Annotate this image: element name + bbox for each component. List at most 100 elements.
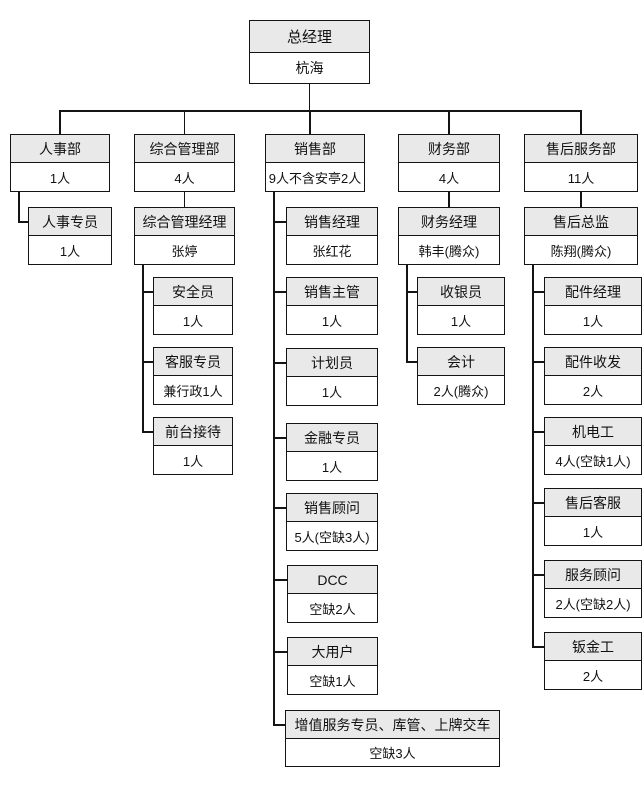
connector-center (183, 192, 186, 207)
node-title: 安全员 (154, 278, 232, 306)
node-title: 销售主管 (287, 278, 377, 306)
connector-stub (533, 431, 544, 433)
node-value: 5人(空缺3人) (287, 522, 377, 550)
connector-trunk (532, 265, 534, 648)
node-value: 1人 (287, 377, 377, 405)
node-title: 售后客服 (545, 489, 641, 517)
node-title: 销售顾问 (287, 494, 377, 522)
connector-stub (143, 361, 153, 363)
org-node-value-added-services: 增值服务专员、库管、上牌交车空缺3人 (285, 710, 500, 767)
node-value: 兼行政1人 (154, 376, 232, 404)
node-title: 综合管理部 (135, 135, 234, 163)
connector-stub (533, 646, 544, 648)
connector-stub (19, 221, 28, 223)
node-value: 2人 (545, 661, 641, 689)
node-value: 1人 (418, 306, 504, 334)
node-title: 计划员 (287, 349, 377, 377)
connector-center (580, 192, 582, 207)
connector-trunk (18, 192, 20, 223)
node-title: DCC (288, 566, 377, 594)
connector-stub (274, 362, 286, 364)
node-title: 服务顾问 (545, 561, 641, 589)
node-value: 4人(空缺1人) (545, 446, 641, 474)
node-value: 2人 (545, 376, 641, 404)
org-node-admin-manager: 综合管理经理张婷 (134, 207, 235, 265)
node-value: 1人 (154, 446, 232, 474)
connector-stub (407, 291, 417, 293)
node-title: 财务经理 (399, 208, 499, 236)
node-value: 11人 (525, 163, 637, 191)
connector-trunk (142, 265, 144, 433)
node-title: 金融专员 (287, 424, 377, 452)
node-value: 1人 (29, 236, 111, 264)
org-node-aftersales-director: 售后总监陈翔(腾众) (524, 207, 638, 265)
node-value: 陈翔(腾众) (525, 236, 637, 264)
node-title: 机电工 (545, 418, 641, 446)
org-node-sales-manager: 销售经理张红花 (286, 207, 378, 265)
node-title: 客服专员 (154, 348, 232, 376)
node-value: 1人 (545, 306, 641, 334)
node-title: 配件收发 (545, 348, 641, 376)
connector-stub (143, 291, 153, 293)
node-title: 人事部 (11, 135, 109, 163)
connector-drop (580, 110, 582, 134)
connector-stub (274, 221, 286, 223)
node-title: 财务部 (399, 135, 499, 163)
node-value: 空缺3人 (286, 739, 499, 766)
connector-trunk (273, 192, 275, 726)
node-value: 杭海 (250, 53, 369, 83)
node-value: 2人(腾众) (418, 376, 504, 404)
node-title: 配件经理 (545, 278, 641, 306)
node-value: 张红花 (287, 236, 377, 264)
connector-drop (59, 110, 61, 134)
connector-stub (533, 291, 544, 293)
connector-drop (448, 110, 450, 134)
node-value: 张婷 (135, 236, 234, 264)
node-value: 1人 (287, 306, 377, 334)
node-title: 增值服务专员、库管、上牌交车 (286, 711, 499, 739)
node-title: 大用户 (288, 638, 377, 666)
node-value: 2人(空缺2人) (545, 589, 641, 617)
node-title: 销售部 (266, 135, 364, 163)
connector-stub (274, 724, 285, 726)
connector-stub (533, 361, 544, 363)
node-value: 韩丰(腾众) (399, 236, 499, 264)
connector-stub (274, 291, 286, 293)
node-value: 空缺1人 (288, 666, 377, 694)
connector-stub (533, 502, 544, 504)
node-value: 1人 (154, 306, 232, 334)
org-node-finance-manager: 财务经理韩丰(腾众) (398, 207, 500, 265)
connector-drop (309, 110, 311, 134)
node-title: 会计 (418, 348, 504, 376)
org-node-general-manager: 总经理杭海 (249, 20, 370, 84)
connector-stub (143, 431, 153, 433)
node-title: 销售经理 (287, 208, 377, 236)
node-value: 空缺2人 (288, 594, 377, 622)
node-title: 综合管理经理 (135, 208, 234, 236)
node-value: 1人 (545, 517, 641, 545)
connector-stub (274, 437, 286, 439)
node-title: 钣金工 (545, 633, 641, 661)
node-title: 售后服务部 (525, 135, 637, 163)
connector-root-drop (308, 84, 311, 110)
